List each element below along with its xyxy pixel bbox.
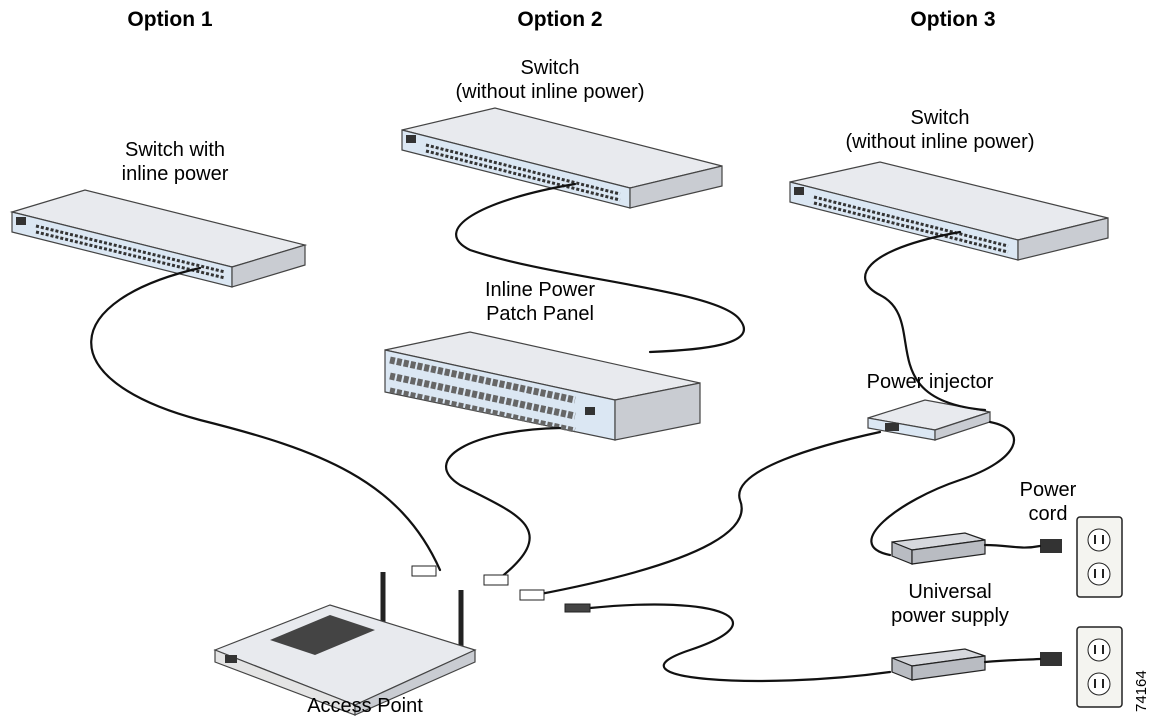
wall-outlet-1 [1076, 516, 1123, 598]
wall-outlet-2 [1076, 626, 1123, 708]
access-point [213, 572, 477, 716]
plug-1 [1040, 539, 1062, 553]
inline-power-patch-panel [384, 331, 701, 441]
power-injector-label: Power injector [866, 371, 994, 393]
power-injector [867, 399, 991, 441]
access-point-label: Access Point [307, 695, 423, 717]
option-1-heading: Option 1 [127, 8, 213, 31]
cables [90, 182, 1042, 683]
switch-option3-label-line2: (without inline power) [845, 131, 1035, 153]
patch-panel-ports [389, 356, 576, 433]
switch-without-inline-power-option3 [789, 161, 1109, 261]
universal-psu-label-line2: power supply [891, 605, 1009, 627]
figure-number: 74164 [1133, 670, 1150, 712]
universal-power-supply-1 [891, 532, 986, 565]
universal-psu-label-line1: Universal [908, 581, 992, 603]
option-2-heading: Option 2 [517, 8, 603, 31]
option-3-heading: Option 3 [910, 8, 996, 31]
power-cord-label-line1: Power [1019, 479, 1077, 501]
switch-with-inline-power [9, 189, 308, 288]
switch-option2-label-line1: Switch [520, 57, 580, 79]
switch-inline-label-line2: inline power [121, 163, 229, 185]
rj45-connectors [411, 565, 591, 613]
switch-inline-label-line1: Switch with [124, 139, 226, 161]
plug-2 [1040, 652, 1062, 666]
power-cord-label-line2: cord [1028, 503, 1068, 525]
patch-panel-label-line1: Inline Power [484, 279, 596, 301]
switch-without-inline-power-option2 [401, 107, 723, 209]
patch-panel-label-line2: Patch Panel [486, 303, 594, 325]
switch-option2-label-line2: (without inline power) [455, 81, 645, 103]
switch-option3-label-line1: Switch [910, 107, 970, 129]
universal-power-supply-2 [891, 648, 986, 681]
